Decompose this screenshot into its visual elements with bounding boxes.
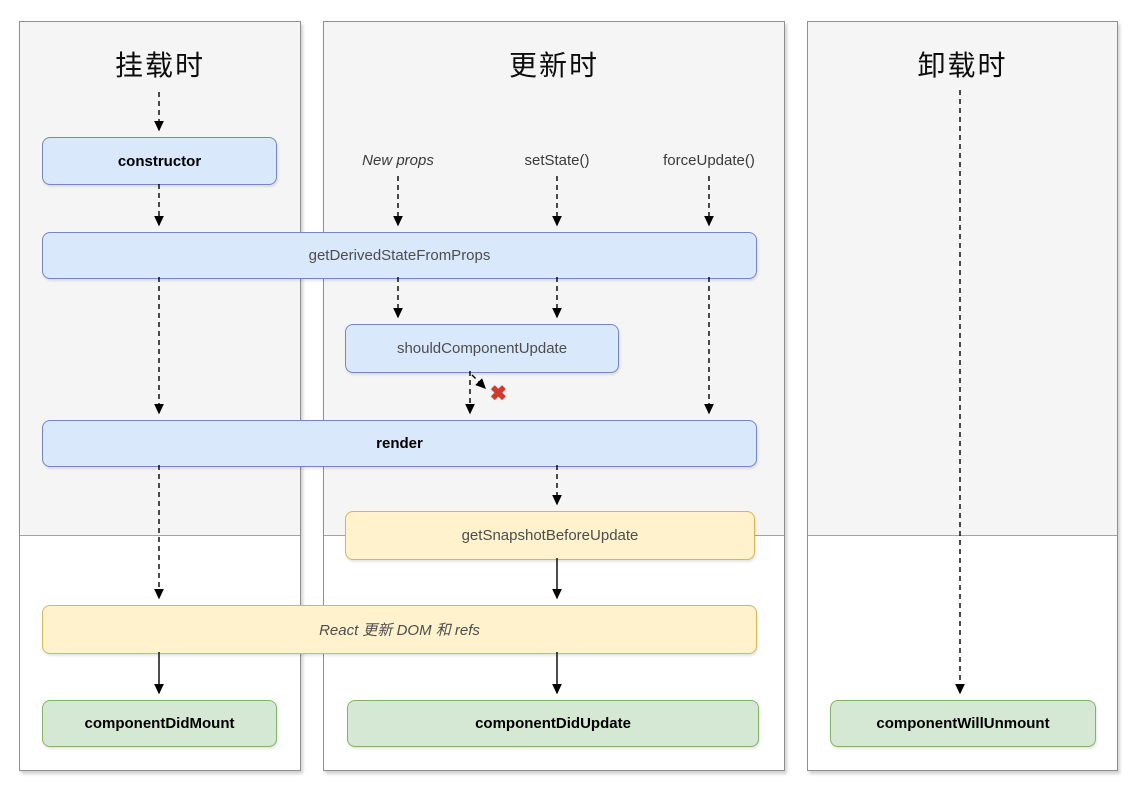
node-component-did-mount-label: componentDidMount xyxy=(84,715,235,732)
node-component-did-mount: componentDidMount xyxy=(42,700,277,747)
panel-updating-title: 更新时 xyxy=(508,50,599,81)
node-render: render xyxy=(42,420,757,467)
panel-unmounting-title: 卸载时 xyxy=(917,50,1008,81)
trigger-set-state: setState() xyxy=(524,152,590,169)
panel-mounting-title: 挂载时 xyxy=(114,50,205,81)
reject-x-icon: ✖ xyxy=(490,383,507,405)
node-get-snapshot-before-update: getSnapshotBeforeUpdate xyxy=(345,511,755,560)
node-react-updates-dom-label: React 更新 DOM 和 refs xyxy=(319,622,480,639)
node-should-component-update-label: shouldComponentUpdate xyxy=(396,340,568,357)
node-component-will-unmount: componentWillUnmount xyxy=(830,700,1096,747)
panel-unmounting: 卸载时 xyxy=(807,21,1118,771)
panel-mounting: 挂载时 xyxy=(19,21,301,771)
node-react-updates-dom: React 更新 DOM 和 refs xyxy=(42,605,757,654)
node-constructor: constructor xyxy=(42,137,277,185)
node-get-derived-state-from-props-label: getDerivedStateFromProps xyxy=(308,247,491,264)
node-get-snapshot-before-update-label: getSnapshotBeforeUpdate xyxy=(461,527,639,544)
node-should-component-update: shouldComponentUpdate xyxy=(345,324,619,373)
node-get-derived-state-from-props: getDerivedStateFromProps xyxy=(42,232,757,279)
trigger-force-update: forceUpdate() xyxy=(663,152,755,169)
node-constructor-label: constructor xyxy=(117,152,202,170)
unmounting-render-phase-band xyxy=(808,22,1117,536)
node-component-did-update-label: componentDidUpdate xyxy=(475,715,631,732)
trigger-new-props: New props xyxy=(362,152,434,169)
node-component-will-unmount-label: componentWillUnmount xyxy=(876,715,1050,732)
panel-updating: 更新时 xyxy=(323,21,785,771)
node-render-label: render xyxy=(376,435,423,452)
node-component-did-update: componentDidUpdate xyxy=(347,700,759,747)
